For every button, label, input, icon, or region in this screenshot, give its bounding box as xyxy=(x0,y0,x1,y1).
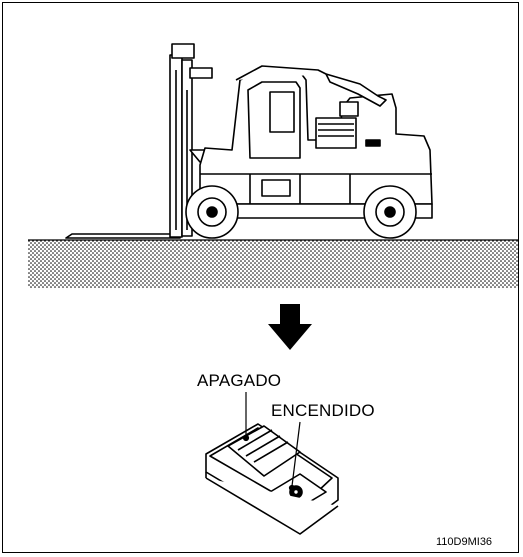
ground xyxy=(28,239,518,288)
leader-lines xyxy=(242,392,301,492)
figure-code: 110D9MI36 xyxy=(436,536,493,548)
seat-switch-icon xyxy=(205,423,339,535)
label-off: APAGADO xyxy=(197,371,282,390)
label-on: ENCENDIDO xyxy=(271,401,375,420)
forklift-icon xyxy=(65,43,433,239)
arrow-down-icon xyxy=(268,304,312,350)
figure-frame xyxy=(2,2,519,553)
